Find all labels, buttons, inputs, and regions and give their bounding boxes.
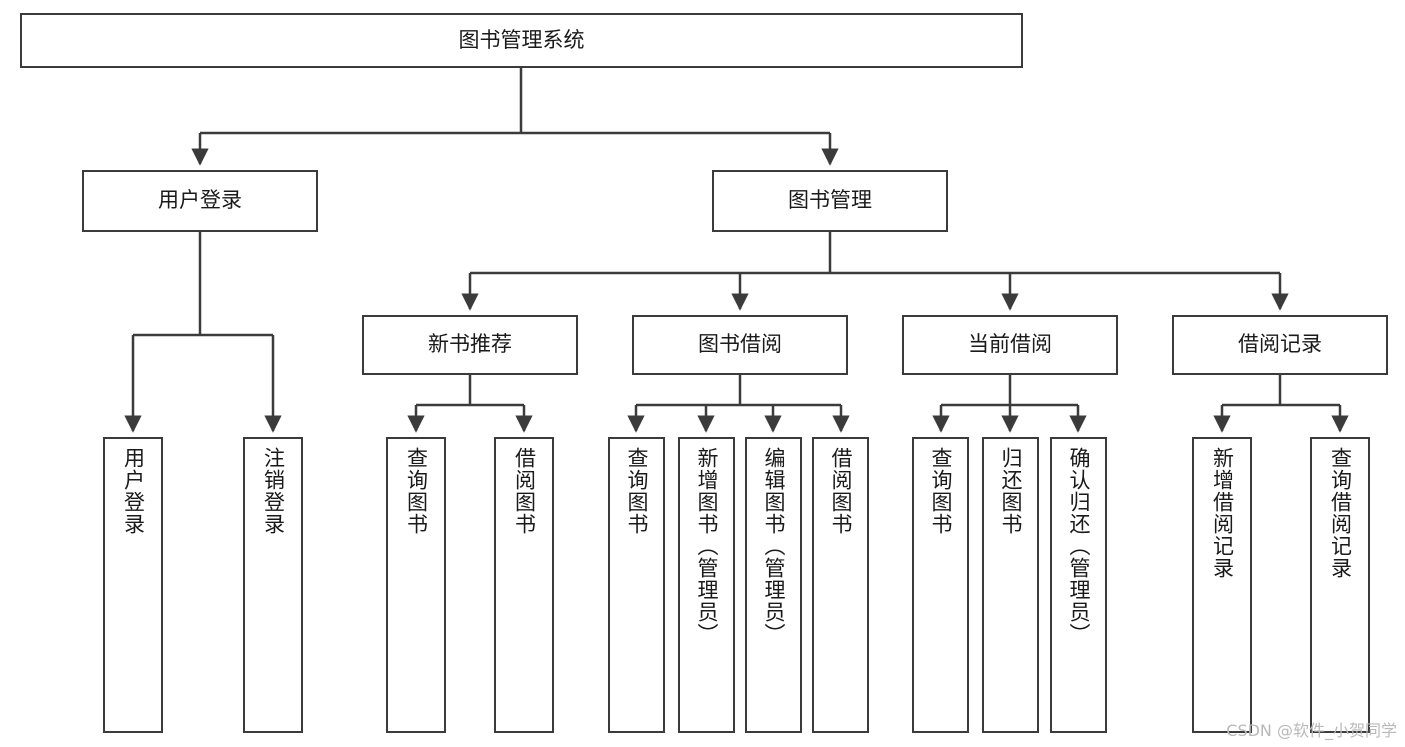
node-label: 确认归还（管理员） [1067,447,1091,645]
node-book-management[interactable]: 图书管理 [712,170,948,232]
node-label: 注销登录 [261,447,286,535]
node-label: 用户登录 [158,188,242,213]
leaf-current-borrow-return-book[interactable]: 归还图书 [982,437,1039,733]
leaf-book-borrow-borrow-book[interactable]: 借阅图书 [812,437,869,733]
node-label: 查询图书 [404,447,429,535]
csdn-watermark: CSDN @软件_小贺同学 [1226,721,1397,740]
node-label: 新书推荐 [428,332,512,357]
node-label: 图书借阅 [698,332,782,357]
node-label: 图书管理系统 [458,27,585,52]
leaf-borrow-record-query-record[interactable]: 查询借阅记录 [1310,437,1370,733]
leaf-current-borrow-confirm-return-admin[interactable]: 确认归还（管理员） [1050,437,1107,733]
node-label: 借阅图书 [829,447,853,535]
node-label: 查询图书 [929,447,953,535]
node-borrow-record[interactable]: 借阅记录 [1172,315,1388,375]
leaf-new-book-query-book[interactable]: 查询图书 [386,437,446,733]
leaf-user-login-login[interactable]: 用户登录 [103,437,163,733]
node-label: 图书管理 [788,188,872,213]
leaf-book-borrow-query-book[interactable]: 查询图书 [608,437,665,733]
node-label: 用户登录 [121,447,146,535]
node-label: 新增借阅记录 [1210,447,1235,579]
node-label: 借阅图书 [512,447,537,535]
leaf-current-borrow-query-book[interactable]: 查询图书 [912,437,969,733]
node-user-login[interactable]: 用户登录 [82,170,318,232]
node-label: 编辑图书（管理员） [762,447,786,645]
node-current-borrow[interactable]: 当前借阅 [902,315,1118,375]
node-book-borrow[interactable]: 图书借阅 [632,315,848,375]
node-label: 当前借阅 [968,332,1052,357]
node-new-book-recommend[interactable]: 新书推荐 [362,315,578,375]
node-label: 查询借阅记录 [1328,447,1353,579]
node-root-book-management-system[interactable]: 图书管理系统 [20,13,1023,68]
leaf-borrow-record-add-record[interactable]: 新增借阅记录 [1192,437,1252,733]
leaf-user-login-logout[interactable]: 注销登录 [243,437,303,733]
node-label: 查询图书 [625,447,649,535]
leaf-new-book-borrow-book[interactable]: 借阅图书 [494,437,554,733]
leaf-book-borrow-add-book-admin[interactable]: 新增图书（管理员） [678,437,735,733]
node-label: 借阅记录 [1238,332,1322,357]
leaf-book-borrow-edit-book-admin[interactable]: 编辑图书（管理员） [745,437,802,733]
node-label: 新增图书（管理员） [695,447,719,645]
node-label: 归还图书 [999,447,1023,535]
